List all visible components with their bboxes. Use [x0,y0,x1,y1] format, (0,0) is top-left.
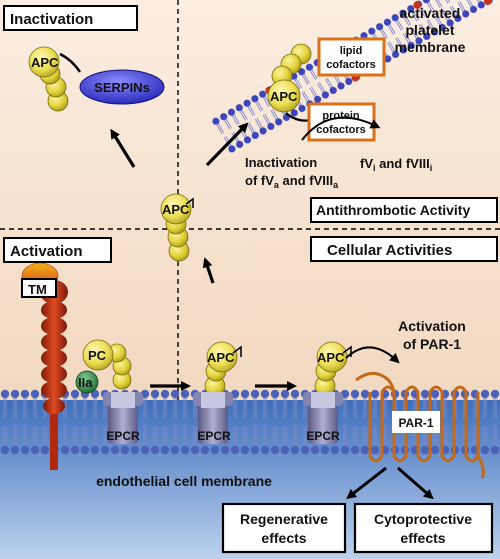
svg-text:Antithrombotic Activity: Antithrombotic Activity [316,202,470,218]
cofactor-cleavage-arrow [301,116,381,141]
apc-serpin-complex: APC SERPINs [28,46,165,112]
cytoprotective-effects-box: Cytoprotective effects [353,502,494,554]
par1-label-bg [392,411,440,433]
apc-free: APC [160,193,194,262]
apc-epcr-complex-3: APC EPCR [303,341,352,444]
svg-text:APC: APC [162,202,190,217]
inactivated-factors-label: fVi and fVIIIi [360,156,432,173]
thrombomodulin: TM [21,262,68,470]
section-cellular: Cellular Activities [310,236,498,262]
svg-text:EPCR: EPCR [106,429,140,443]
endothelial-membrane-label: endothelial cell membrane [96,473,272,489]
inactivation-annotation: Inactivation of fVa and fVIIIa [245,155,339,190]
svg-text:IIa: IIa [78,375,93,390]
par1-cleavage-arrow [345,346,400,364]
lipid-cofactors-box: lipid cofactors [317,37,386,77]
svg-text:cofactors: cofactors [326,59,376,71]
svg-text:Cellular Activities: Cellular Activities [327,242,452,259]
svg-text:EPCR: EPCR [306,429,340,443]
svg-text:PC: PC [88,348,107,363]
svg-text:APC: APC [317,350,345,365]
svg-text:APC: APC [270,89,298,104]
svg-text:TM: TM [28,282,47,297]
svg-text:effects: effects [261,530,306,546]
pathway-arrows [110,122,297,391]
apc-epcr-complex-2: APC EPCR [193,341,242,444]
par1-label: PAR-1 [398,416,433,430]
svg-text:Inactivation: Inactivation [10,11,93,28]
svg-text:platelet: platelet [405,22,454,38]
svg-text:Inactivation: Inactivation [245,155,317,170]
svg-text:lipid: lipid [340,45,363,57]
apc-platelet-complex: APC [267,43,319,122]
par1-receptor [355,372,485,479]
regenerative-effects-box: Regenerative effects [221,502,347,554]
par1-activation-annotation: Activation of PAR-1 [398,318,466,352]
svg-text:Activation: Activation [10,243,83,260]
section-activation: Activation [3,237,112,263]
svg-text:APC: APC [207,350,235,365]
svg-text:effects: effects [400,530,445,546]
epcr-receptor-1: EPCR [103,392,143,444]
svg-text:Activation: Activation [398,318,466,334]
svg-text:Cytoprotective: Cytoprotective [374,511,472,527]
section-inactivation: Inactivation [3,5,138,31]
svg-text:of PAR-1: of PAR-1 [403,336,461,352]
svg-text:SERPINs: SERPINs [94,80,150,95]
protein-c-complex: IIa PC [75,339,132,394]
svg-text:cofactors: cofactors [316,124,366,136]
svg-text:membrane: membrane [395,39,466,55]
svg-text:Regenerative: Regenerative [240,511,328,527]
platelet-membrane-label: activated platelet membrane [395,5,466,55]
svg-text:activated: activated [400,5,461,21]
svg-text:EPCR: EPCR [197,429,231,443]
section-antithrombotic: Antithrombotic Activity [310,197,498,223]
svg-text:APC: APC [31,55,59,70]
effect-arrows [346,466,434,500]
svg-text:of fVa and fVIIIa: of fVa and fVIIIa [245,173,339,190]
